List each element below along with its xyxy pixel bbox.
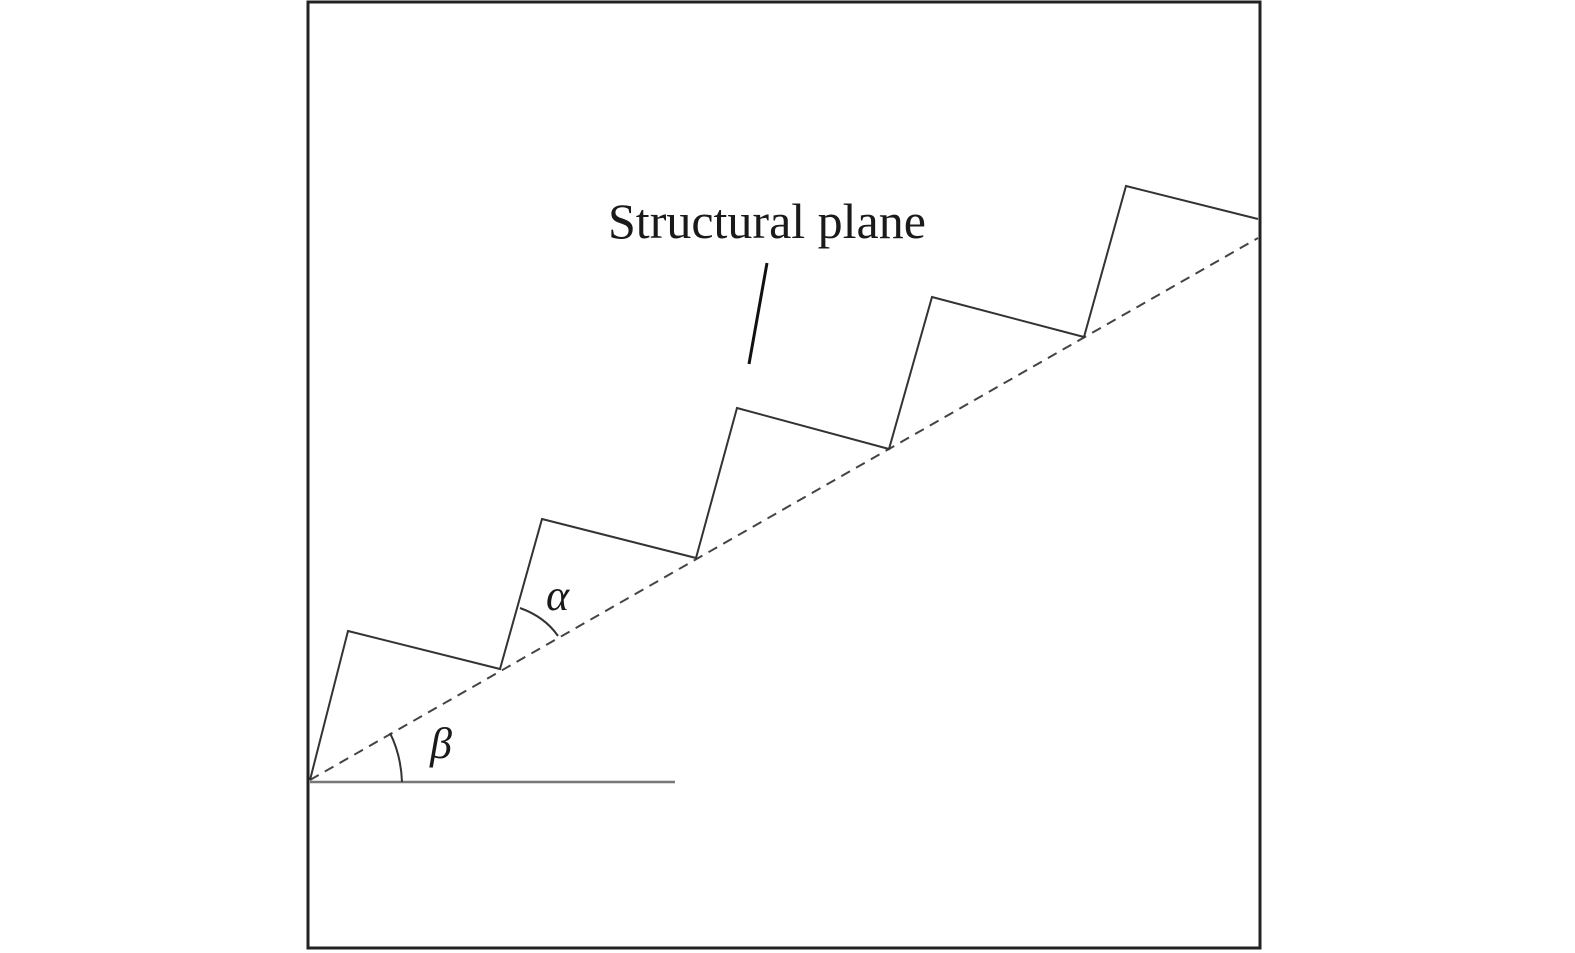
diagram-frame <box>306 0 1262 950</box>
beta-angle-arc <box>389 732 403 783</box>
beta-label: β <box>429 719 452 768</box>
sawtooth-joint-profile <box>309 184 1259 781</box>
alpha-label: α <box>546 571 570 620</box>
alpha-angle-arc <box>519 607 559 637</box>
structural-plane-label: Structural plane <box>608 193 926 249</box>
structural-plane-dashed-line <box>309 237 1259 781</box>
label-leader-line <box>747 262 769 365</box>
